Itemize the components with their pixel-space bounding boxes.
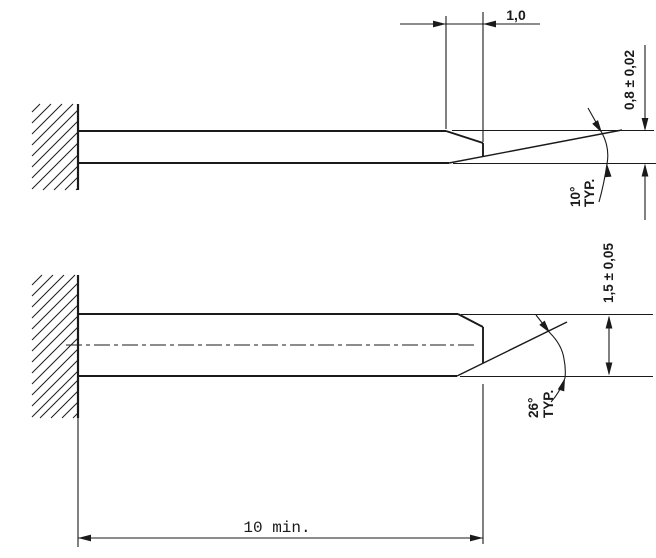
dimension-arrows-upper [433, 20, 649, 178]
upper-view: 1,0 0,8 ± 0,02 10° TYP. [31, 7, 656, 220]
wall-support-lower [31, 274, 80, 419]
wall-hatching-upper [31, 103, 79, 191]
dimension-arrows-lower [78, 315, 613, 542]
wall-hatching-lower [31, 274, 79, 419]
beam-outline-lower [78, 313, 568, 377]
svg-text:26°: 26° [526, 398, 541, 418]
extension-lines-lower [77, 313, 653, 547]
dim-label-tip-length: 1,0 [506, 7, 526, 23]
dim-label-thickness-upper: 0,8 ± 0,02 [622, 50, 637, 110]
svg-text:0,8 ± 0,02: 0,8 ± 0,02 [622, 50, 637, 110]
extension-lines-upper [400, 12, 656, 220]
svg-text:TYP.: TYP. [582, 179, 597, 207]
angle-label-lower: 26° TYP. [526, 390, 556, 418]
lower-view: 1,5 ± 0,05 26° TYP. 10 min. [31, 243, 653, 547]
angle-label-upper: 10° TYP. [568, 179, 597, 207]
dim-label-thickness-lower: 1,5 ± 0,05 [601, 243, 616, 303]
svg-text:10°: 10° [568, 187, 583, 207]
svg-text:TYP.: TYP. [541, 390, 556, 418]
dim-label-length: 10 min. [243, 519, 310, 537]
wall-support-upper [31, 103, 80, 191]
beam-outline-upper [78, 129, 623, 164]
svg-text:1,5 ± 0,05: 1,5 ± 0,05 [601, 243, 616, 303]
